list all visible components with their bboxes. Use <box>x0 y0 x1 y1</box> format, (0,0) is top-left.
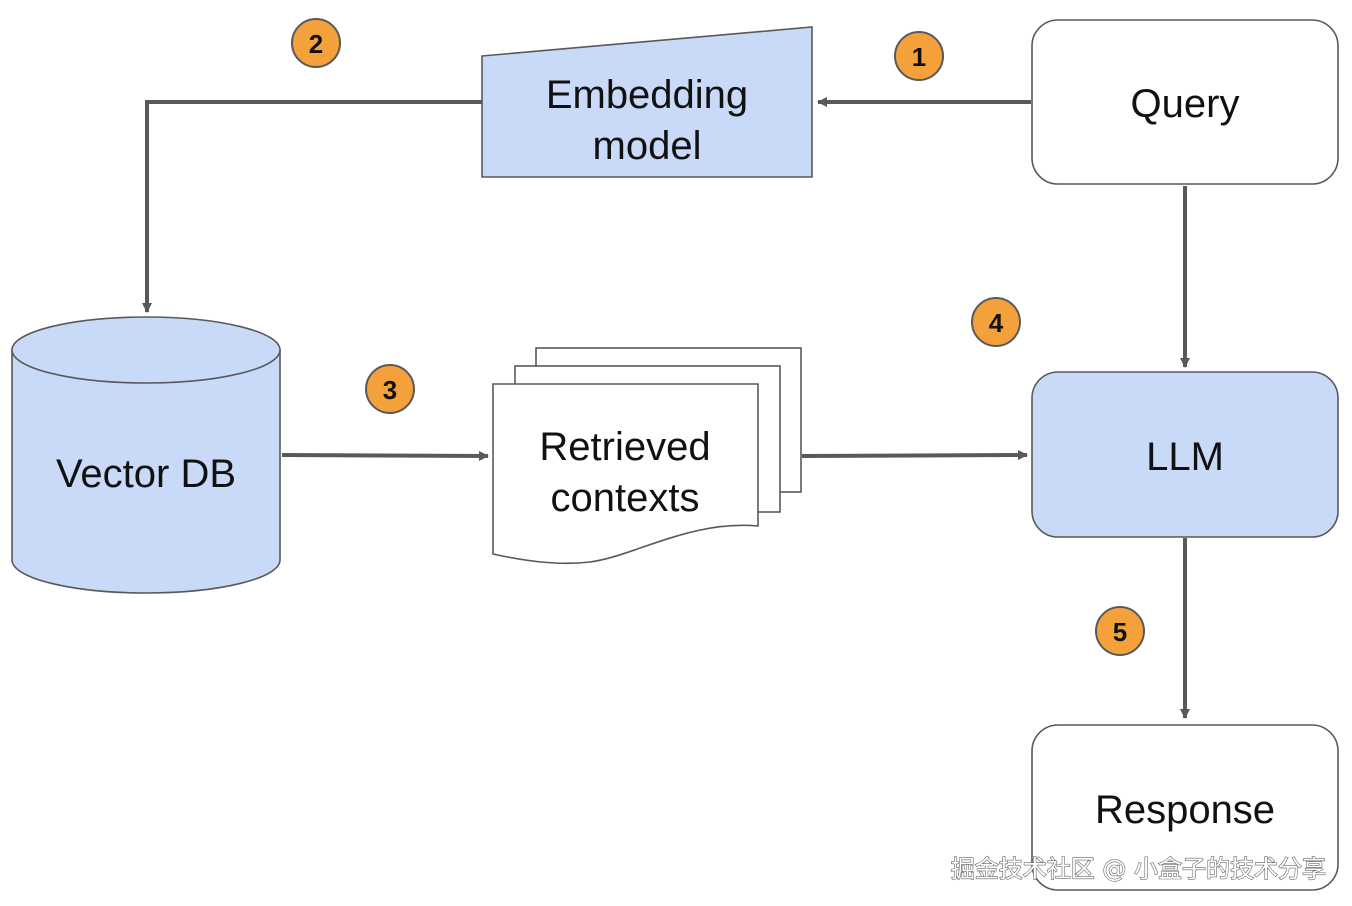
embedding-model-node: Embedding model <box>481 26 813 178</box>
query-label: Query <box>1131 82 1240 126</box>
vector-db-label: Vector DB <box>56 452 236 496</box>
step-badge-4: 4 <box>971 297 1021 347</box>
embedding-model-label-line2: model <box>593 124 702 168</box>
watermark: 掘金技术社区 @ 小盒子的技术分享 <box>951 855 1326 883</box>
retrieved-contexts-label-line2: contexts <box>551 476 700 520</box>
llm-node: LLM <box>1031 371 1339 538</box>
llm-label: LLM <box>1146 435 1224 479</box>
step-badge-5-number: 5 <box>1113 617 1127 647</box>
edge-embedding-to-vectordb <box>142 100 482 313</box>
vector-db-node: Vector DB <box>11 316 281 594</box>
step-badge-1-number: 1 <box>912 42 926 72</box>
query-node: Query <box>1031 19 1339 185</box>
edges <box>142 97 1190 719</box>
edge-contexts-to-llm <box>801 450 1028 461</box>
embedding-model-label-line1: Embedding <box>546 73 748 117</box>
response-label: Response <box>1095 788 1275 832</box>
step-badge-2-number: 2 <box>309 29 323 59</box>
retrieved-contexts-label-line1: Retrieved <box>539 425 710 469</box>
step-badge-3-number: 3 <box>383 375 397 405</box>
step-badge-1: 1 <box>894 31 944 81</box>
retrieved-contexts-node: Retrieved contexts <box>492 347 802 565</box>
edge-vectordb-to-contexts <box>281 450 489 461</box>
document-sheet-front <box>492 383 759 565</box>
step-badge-3: 3 <box>365 364 415 414</box>
step-badge-5: 5 <box>1095 606 1145 656</box>
step-badge-4-number: 4 <box>989 308 1004 338</box>
response-node: Response <box>1031 724 1339 891</box>
step-badge-2: 2 <box>291 18 341 68</box>
